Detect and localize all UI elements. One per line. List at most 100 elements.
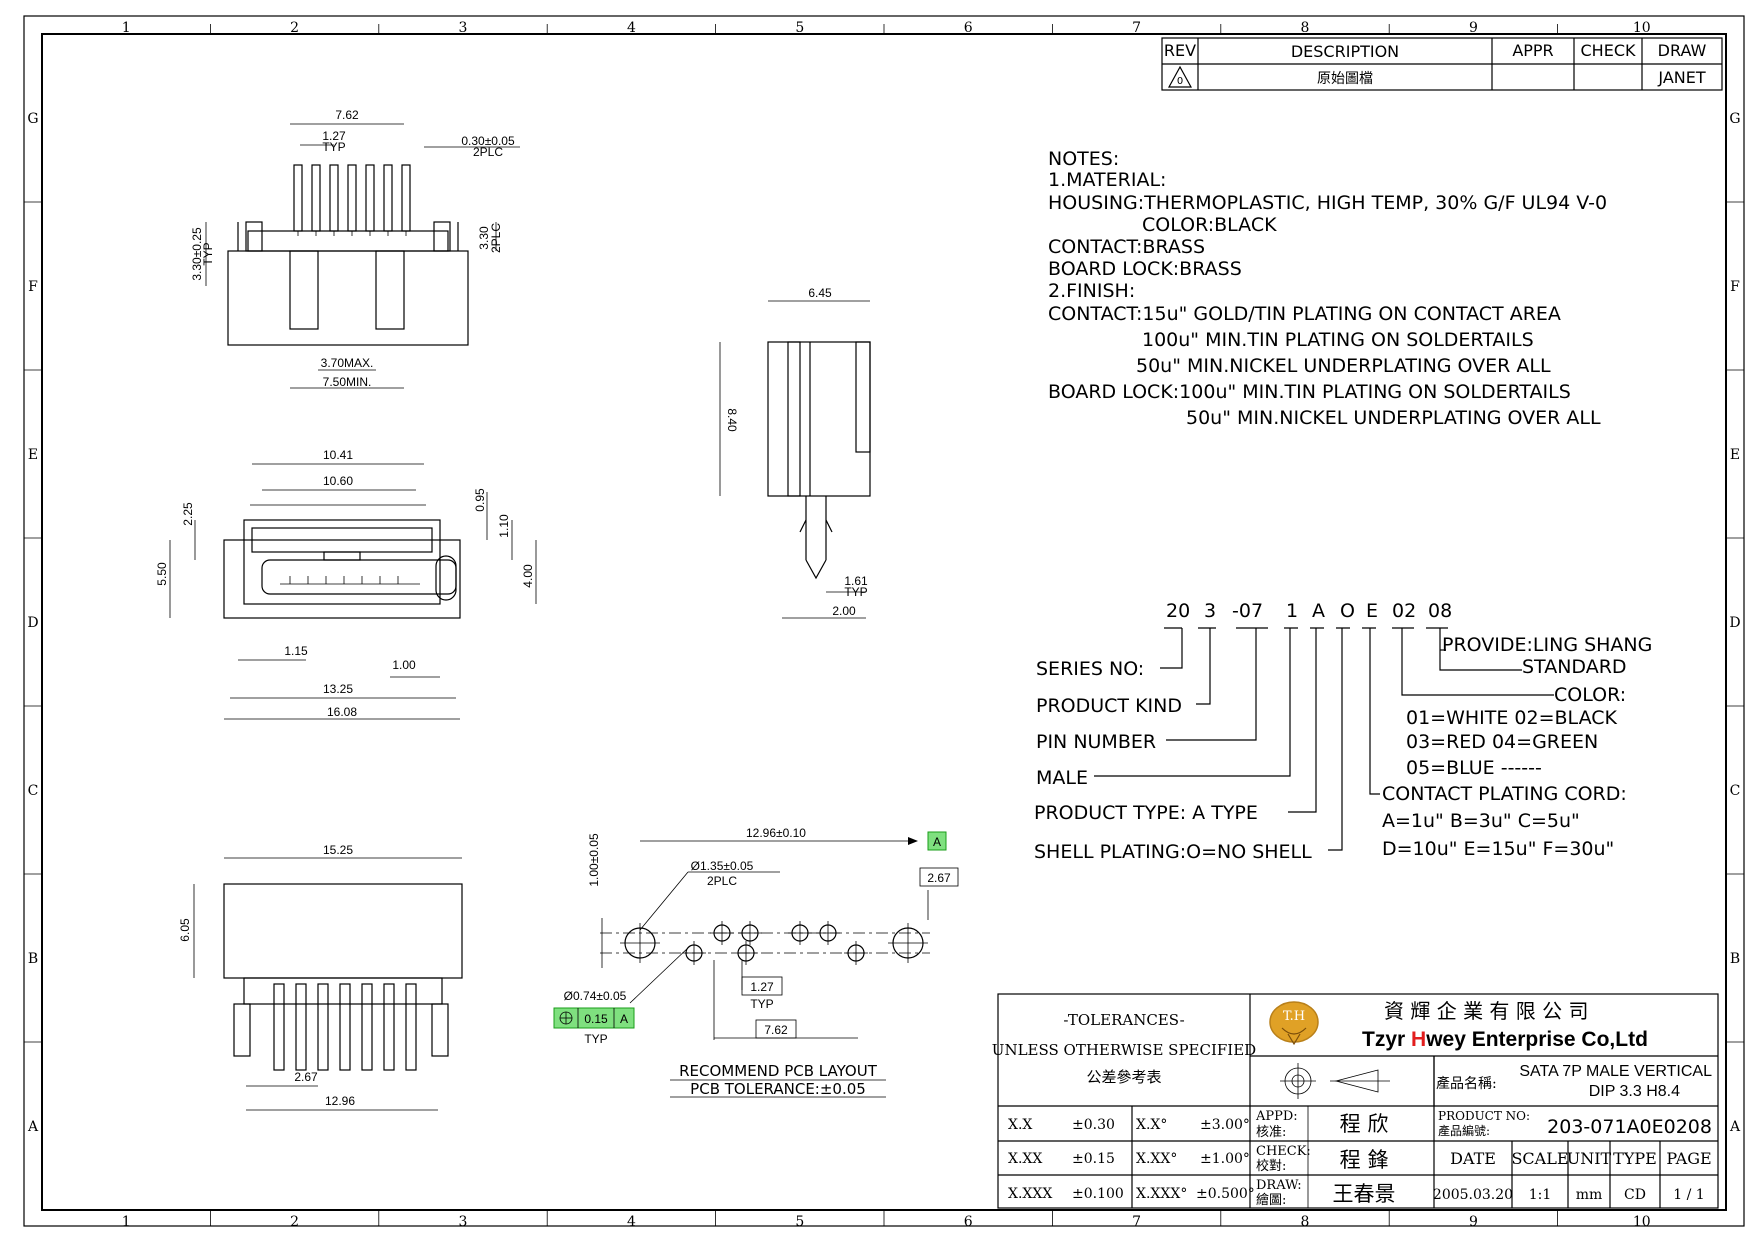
- tol-cell: ±1.00°: [1200, 1151, 1250, 1167]
- grid-column-label: 10: [1633, 1214, 1651, 1230]
- dim-text: TYP: [322, 140, 345, 154]
- dim-text: TYP: [750, 997, 773, 1011]
- code-right-label: D=10u" E=15u" F=30u": [1382, 838, 1614, 860]
- page-header: PAGE: [1666, 1149, 1711, 1168]
- product-no-label: PRODUCT NO:: [1438, 1109, 1530, 1123]
- dim-text: 6.05: [178, 918, 192, 942]
- company-cn: 資 輝 企 業 有 限 公 司: [1384, 999, 1589, 1023]
- code-seg: 20: [1166, 600, 1190, 622]
- notes-line: HOUSING:THERMOPLASTIC, HIGH TEMP, 30% G/…: [1048, 192, 1607, 214]
- product-no-label-cn: 產品編號:: [1438, 1123, 1490, 1138]
- pin: [405, 983, 417, 1071]
- dim-text: Ø1.35±0.05: [691, 859, 754, 873]
- dim-text: 1.00: [392, 658, 416, 672]
- front-view: 10.41 10.60 2.25 0.95 1.10 5.50 4.00 1.1…: [155, 448, 537, 720]
- pcb-caption: RECOMMEND PCB LAYOUT: [679, 1062, 878, 1080]
- tol-cell: ±0.15: [1072, 1151, 1115, 1167]
- pcb-holes: [620, 921, 928, 965]
- notes-line: 1.MATERIAL:: [1048, 169, 1166, 191]
- dim-text: 10.60: [323, 474, 353, 488]
- pin: [339, 983, 351, 1071]
- tol-cell: X.XX: [1008, 1151, 1042, 1167]
- product-name-2: DIP 3.3 H8.4: [1589, 1083, 1680, 1100]
- pin: [361, 983, 373, 1071]
- dim-text: 7.50MIN.: [323, 375, 372, 389]
- grid-column-label: 3: [459, 1214, 468, 1230]
- pin: [293, 164, 303, 232]
- dim-text: 5.50: [155, 562, 169, 586]
- code-seg: 08: [1428, 600, 1452, 622]
- date-header: DATE: [1450, 1149, 1496, 1168]
- grid-row-label: B: [28, 951, 38, 967]
- dim-text: A: [620, 1012, 628, 1026]
- check-label: CHECK:: [1256, 1144, 1311, 1159]
- type-header: TYPE: [1613, 1149, 1657, 1168]
- dim-text: 6.45: [808, 286, 832, 300]
- draw-name: 王春景: [1333, 1182, 1396, 1206]
- grid-column-label: 10: [1633, 20, 1651, 36]
- dim-text: 1.27: [322, 129, 346, 143]
- grid-column-label: 4: [627, 1214, 636, 1230]
- third-angle-projection-icon: [1280, 1063, 1390, 1099]
- dim-text: 7.62: [335, 108, 359, 122]
- draw-header: DRAW: [1658, 41, 1707, 60]
- dim-text: 2PLC: [707, 874, 737, 888]
- notes-line: COLOR:BLACK: [1142, 214, 1277, 236]
- tolerances-cn: 公差參考表: [1086, 1068, 1161, 1086]
- appr-header: APPR: [1512, 41, 1553, 60]
- notes-line: CONTACT:BRASS: [1048, 236, 1205, 258]
- dim-text: 1.27: [750, 980, 774, 994]
- code-seg: -07: [1232, 600, 1263, 622]
- grid-column-label: 7: [1132, 1214, 1141, 1230]
- page-value: 1 / 1: [1673, 1187, 1704, 1203]
- company-en: Tzyr Hwey Enterprise Co,Ltd: [1362, 1028, 1648, 1051]
- date-value: 2005.03.20: [1433, 1187, 1513, 1203]
- top-view: 7.62 1.27 TYP 0.30±0.05 2PLC 3.30±0.25 T…: [190, 108, 520, 389]
- grid-column-label: 4: [627, 20, 636, 36]
- dim-text: 10.41: [323, 448, 353, 462]
- notes-line: 100u" MIN.TIN PLATING ON SOLDERTAILS: [1142, 329, 1534, 351]
- grid-column-label: 9: [1469, 1214, 1478, 1230]
- grid-row-label: G: [1729, 111, 1740, 127]
- part-code: 20 3 -07 1 A O E 02 08 SERIES NO: PRODUC…: [1034, 600, 1652, 863]
- grid-column-label: 1: [122, 20, 131, 36]
- tol-cell: ±0.500°: [1196, 1186, 1255, 1202]
- grid-row-label: A: [1729, 1119, 1741, 1135]
- draw-label: DRAW:: [1256, 1178, 1302, 1193]
- dim-text: 15.25: [323, 843, 353, 857]
- code-seg: E: [1366, 600, 1378, 622]
- code-seg: 3: [1204, 600, 1216, 622]
- company-logo: T.H: [1269, 1001, 1319, 1046]
- dim-text: 2PLC: [473, 145, 503, 159]
- pin: [295, 983, 307, 1071]
- title-block: -TOLERANCES- UNLESS OTHERWISE SPECIFIED …: [992, 993, 1719, 1209]
- tol-cell: X.XXX: [1008, 1186, 1052, 1202]
- code-left-label: PRODUCT KIND: [1036, 695, 1182, 717]
- grid-row-label: B: [1730, 951, 1740, 967]
- scale-header: SCALE: [1511, 1149, 1568, 1168]
- code-right-label: CONTACT PLATING CORD:: [1382, 783, 1627, 805]
- notes-line: BOARD LOCK:100u" MIN.TIN PLATING ON SOLD…: [1048, 381, 1571, 403]
- grid-column-label: 2: [290, 20, 299, 36]
- dim-text: 1.00±0.05: [587, 833, 601, 887]
- grid-row-label: F: [1730, 279, 1740, 295]
- pin: [311, 164, 321, 232]
- grid-column-label: 9: [1469, 20, 1478, 36]
- notes: NOTES: 1.MATERIAL: HOUSING:THERMOPLASTIC…: [1048, 148, 1607, 429]
- logo-text: T.H: [1283, 1009, 1305, 1024]
- revision-block: REV DESCRIPTION APPR CHECK DRAW 0 原始圖檔 J…: [1161, 37, 1723, 91]
- tol-cell: X.XXX°: [1136, 1186, 1187, 1202]
- notes-line: 50u" MIN.NICKEL UNDERPLATING OVER ALL: [1136, 355, 1551, 377]
- grid-column-label: 1: [122, 1214, 131, 1230]
- rev-value: 0: [1177, 76, 1183, 87]
- side-view: 6.45 8.40 1.61 TYP 2.00: [719, 286, 871, 619]
- code-seg: 1: [1286, 600, 1298, 622]
- grid-column-label: 8: [1301, 1214, 1310, 1230]
- code-seg: 02: [1392, 600, 1416, 622]
- company-en-part: wey Enterprise Co,Ltd: [1425, 1028, 1648, 1051]
- notes-line: CONTACT:15u" GOLD/TIN PLATING ON CONTACT…: [1048, 303, 1561, 325]
- pin: [347, 164, 357, 232]
- datum-a-marker: [927, 831, 947, 851]
- grid-column-label: 2: [290, 1214, 299, 1230]
- grid-column-label: 7: [1132, 20, 1141, 36]
